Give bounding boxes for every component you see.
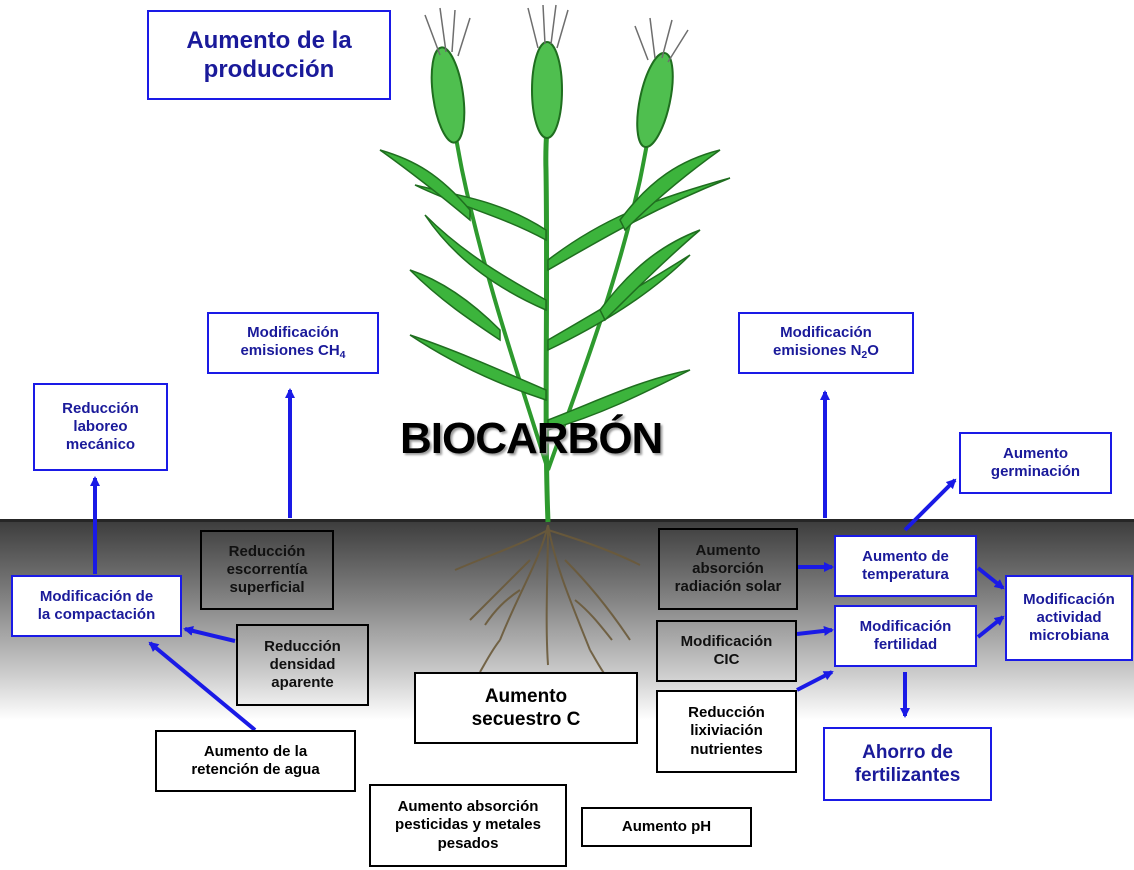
reduccion-densidad-line1: Reducción [264, 637, 341, 655]
arrow-densidad-to-compactacion [183, 626, 236, 643]
wheat-plant-illustration [379, 4, 731, 523]
mod-ch4-line2: emisiones CH4 [240, 342, 345, 362]
reduccion-lixiviacion-line3: nutrientes [690, 740, 763, 758]
wheat-head-left [424, 7, 471, 144]
aumento-produccion-line2: producción [203, 56, 335, 83]
aumento-ph-label: Aumento pH [621, 817, 712, 835]
wheat-head-middle [527, 4, 569, 139]
reduccion-laboreo-line1: Reducción [62, 399, 139, 417]
aumento-absorcion-radiacion-line1: Aumento [695, 541, 761, 559]
mod-compactacion-line1: Modificación de [39, 587, 154, 605]
ch4-subscript: 4 [339, 349, 346, 362]
mod-compactacion-box: Modificación de la compactación [11, 575, 182, 637]
arrow-to-germinacion [903, 478, 957, 532]
wheat-head-right [634, 17, 689, 149]
roots-illustration [454, 524, 641, 677]
aumento-retencion-box: Aumento de la retención de agua [155, 730, 356, 792]
mod-cic-box: Modificación CIC [656, 620, 797, 682]
aumento-retencion-line1: Aumento de la [203, 742, 308, 760]
mod-ch4-line1: Modificación [247, 323, 339, 341]
reduccion-escorrentia-box: Reducción escorrentía superficial [200, 530, 334, 610]
arrow-lix-to-fertilidad [796, 670, 834, 692]
reduccion-laboreo-line3: mecánico [65, 436, 136, 454]
aumento-germinacion-line1: Aumento [1003, 444, 1068, 462]
mod-actividad-microbiana-line3: microbiana [1028, 627, 1110, 645]
aumento-produccion-line1: Aumento de la [186, 26, 352, 54]
mod-ch4-box: Modificación emisiones CH4 [207, 312, 379, 374]
aumento-germinacion-line2: germinación [990, 463, 1081, 480]
aumento-absorcion-pesticidas-line3: pesados [437, 834, 499, 852]
mod-n2o-box: Modificación emisiones N2O [738, 312, 914, 374]
mod-fertilidad-line2: fertilidad [873, 636, 938, 653]
diagram-title: BIOCARBÓN [400, 414, 663, 463]
arrow-fert-to-microbiana [976, 615, 1005, 639]
mod-fertilidad-box: Modificación fertilidad [834, 605, 977, 667]
ground-line [0, 519, 1134, 522]
aumento-ph-box: Aumento pH [581, 807, 752, 847]
reduccion-escorrentia-line3: superficial [229, 579, 305, 597]
mod-ch4-line2-text: emisiones CH [240, 342, 340, 360]
mod-actividad-microbiana-line1: Modificación [1023, 590, 1115, 608]
aumento-produccion-box: Aumento de la producción [147, 10, 391, 100]
aumento-temperatura-line2: temperatura [862, 566, 949, 583]
aumento-absorcion-radiacion-line2: absorción [692, 559, 764, 577]
aumento-temperatura-line1: Aumento de [862, 547, 949, 565]
reduccion-densidad-line3: aparente [271, 674, 334, 692]
arrow-temp-to-microbiana [976, 566, 1005, 590]
mod-actividad-microbiana-line2: actividad [1036, 608, 1102, 626]
reduccion-densidad-box: Reducción densidad aparente [236, 624, 369, 706]
reduccion-lixiviacion-box: Reducción lixiviación nutrientes [656, 690, 797, 773]
aumento-secuestro-line1: Aumento [484, 685, 568, 707]
aumento-retencion-line2: retención de agua [191, 761, 320, 778]
reduccion-escorrentia-line1: Reducción [228, 542, 306, 560]
aumento-absorcion-radiacion-line3: radiación solar [674, 578, 782, 596]
mod-cic-line2: CIC [713, 651, 740, 668]
ahorro-fertilizantes-line1: Ahorro de [862, 741, 953, 763]
aumento-absorcion-pesticidas-line1: Aumento absorción [397, 798, 539, 816]
aumento-secuestro-box: Aumento secuestro C [414, 672, 638, 744]
aumento-secuestro-line2: secuestro C [471, 709, 581, 730]
reduccion-laboreo-box: Reducción laboreo mecánico [33, 383, 168, 471]
reduccion-densidad-line2: densidad [269, 655, 336, 673]
ahorro-fertilizantes-line2: fertilizantes [854, 765, 961, 786]
reduccion-lixiviacion-line1: Reducción [688, 704, 765, 722]
aumento-absorcion-pesticidas-box: Aumento absorción pesticidas y metales p… [369, 784, 567, 867]
aumento-temperatura-box: Aumento de temperatura [834, 535, 977, 597]
n2o-subscript: 2 [861, 349, 868, 362]
arrow-cic-to-fertilidad [796, 625, 834, 636]
reduccion-laboreo-line2: laboreo [73, 417, 128, 435]
mod-compactacion-line2: la compactación [37, 606, 156, 623]
mod-fertilidad-line1: Modificación [859, 617, 952, 635]
arrows [90, 388, 1005, 732]
arrow-retencion-to-compactacion [148, 641, 257, 732]
mod-n2o-line1: Modificación [780, 323, 872, 341]
reduccion-escorrentia-line2: escorrentía [226, 560, 308, 578]
reduccion-lixiviacion-line2: lixiviación [690, 722, 763, 740]
aumento-absorcion-radiacion-box: Aumento absorción radiación solar [658, 528, 798, 610]
mod-n2o-text-a: emisiones N [773, 342, 862, 360]
mod-cic-line1: Modificación [680, 632, 773, 650]
mod-n2o-line2: emisiones N2O [773, 342, 879, 362]
ahorro-fertilizantes-box: Ahorro de fertilizantes [823, 727, 992, 801]
aumento-germinacion-box: Aumento germinación [959, 432, 1112, 494]
aumento-absorcion-pesticidas-line2: pesticidas y metales [395, 816, 541, 834]
mod-actividad-microbiana-box: Modificación actividad microbiana [1005, 575, 1133, 661]
mod-n2o-text-b: O [867, 342, 879, 360]
